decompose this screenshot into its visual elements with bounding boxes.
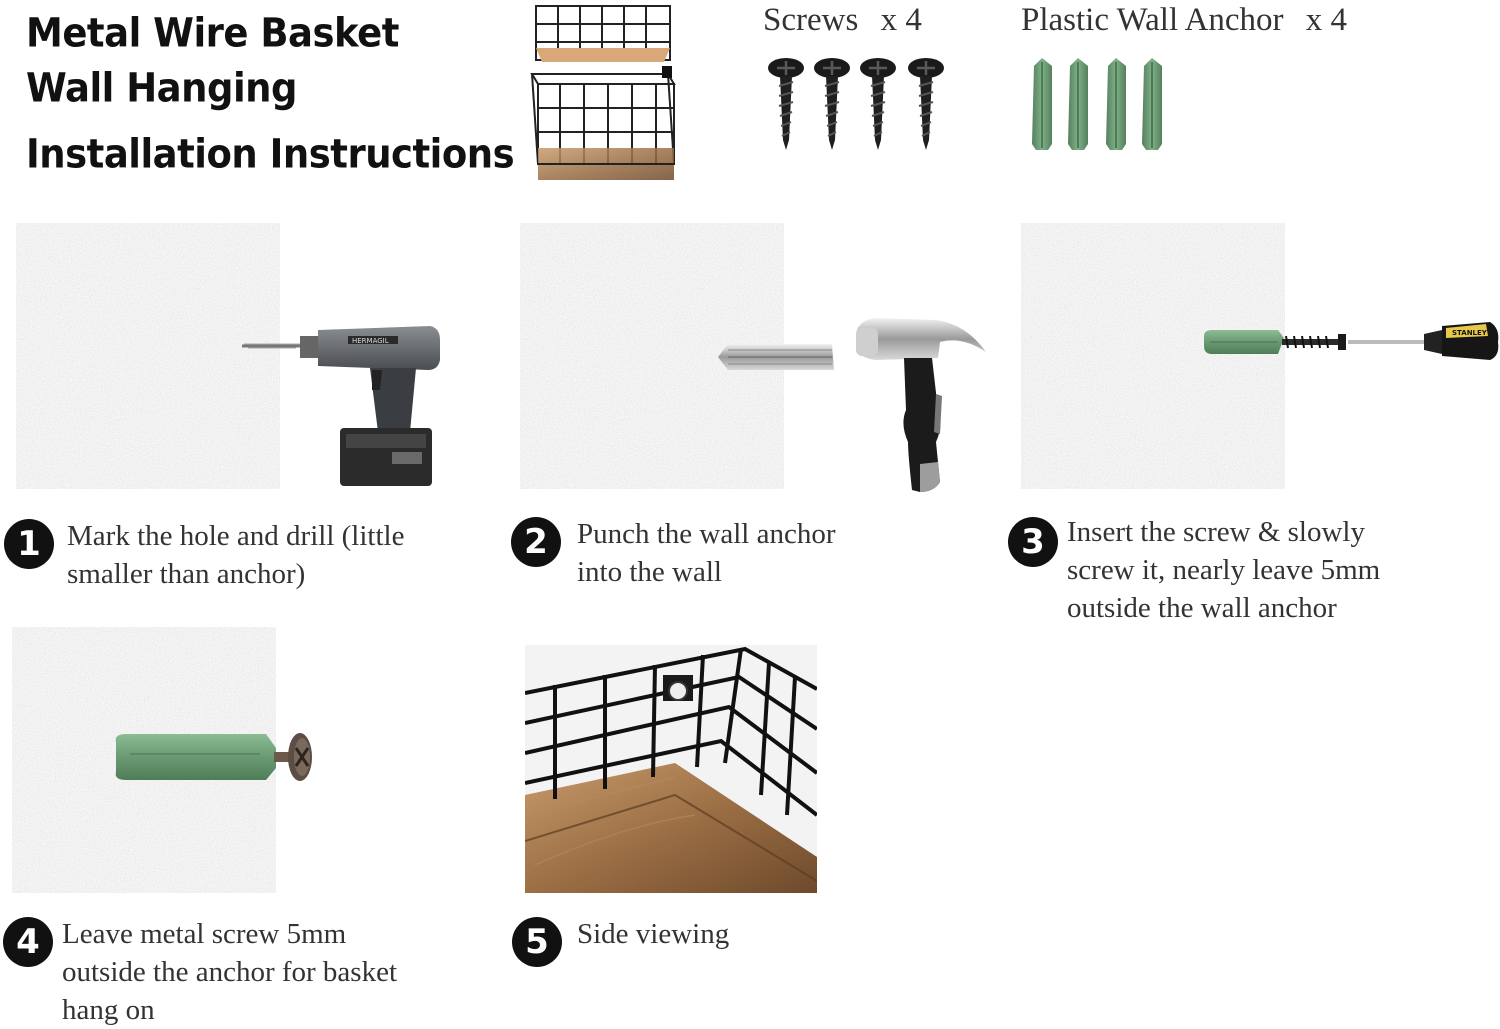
step-2-badge: 2 <box>511 517 561 567</box>
step-4-line-2: outside the anchor for basket <box>62 956 398 988</box>
step-3-line-1: Insert the screw & slowly <box>1067 516 1365 548</box>
hammer-image <box>854 314 990 499</box>
screws-image <box>766 56 956 157</box>
step-3-badge: 3 <box>1008 517 1058 567</box>
screws-qty: x 4 <box>880 2 922 38</box>
screw-into-anchor-image: STANLEY <box>1202 316 1500 367</box>
screws-label-row: Screws x 4 <box>763 2 922 39</box>
step-2-line-1: Punch the wall anchor <box>577 518 836 550</box>
step-5-text: Side viewing <box>577 915 729 953</box>
anchors-label: Plastic Wall Anchor <box>1021 2 1284 38</box>
step-4-line-3: hang on <box>62 994 155 1026</box>
screwdriver-brand-mark: STANLEY <box>1452 329 1488 337</box>
step-3-text: Insert the screw & slowly screw it, near… <box>1067 513 1380 627</box>
step-1-text: Mark the hole and drill (little smaller … <box>67 517 404 593</box>
step-5-line-1: Side viewing <box>577 918 730 950</box>
step-2-text: Punch the wall anchor into the wall <box>577 515 836 591</box>
title-line-1: Metal Wire Basket <box>26 10 399 57</box>
step-4-line-1: Leave metal screw 5mm <box>62 918 347 950</box>
step-3-wall-illustration <box>1021 223 1285 489</box>
title-line-2: Wall Hanging <box>26 65 297 112</box>
step-1-line-1: Mark the hole and drill (little <box>67 520 405 552</box>
step-1-wall-illustration <box>16 223 280 489</box>
step-5-basket-side-view <box>524 645 819 898</box>
wire-baskets-image <box>528 0 678 195</box>
title-line-3: Installation Instructions <box>26 131 515 178</box>
gray-anchor-image <box>716 340 836 379</box>
drill-brand-mark: HERMAGIL <box>352 337 389 345</box>
step-4-badge: 4 <box>3 917 53 967</box>
step-5-badge: 5 <box>512 917 562 967</box>
step-2-line-2: into the wall <box>577 556 722 588</box>
anchors-qty: x 4 <box>1305 2 1348 38</box>
step-4-text: Leave metal screw 5mm outside the anchor… <box>62 915 397 1029</box>
anchor-with-screw-head-image <box>110 728 320 793</box>
step-3-line-2: screw it, nearly leave 5mm <box>1067 554 1381 586</box>
cordless-drill-image: HERMAGIL <box>240 320 450 495</box>
step-1-line-2: smaller than anchor) <box>67 558 306 590</box>
screws-label: Screws <box>763 2 859 38</box>
anchors-image <box>1030 57 1170 157</box>
step-3-line-3: outside the wall anchor <box>1067 592 1337 624</box>
step-1-badge: 1 <box>4 519 54 569</box>
anchors-label-row: Plastic Wall Anchor x 4 <box>1021 2 1347 39</box>
